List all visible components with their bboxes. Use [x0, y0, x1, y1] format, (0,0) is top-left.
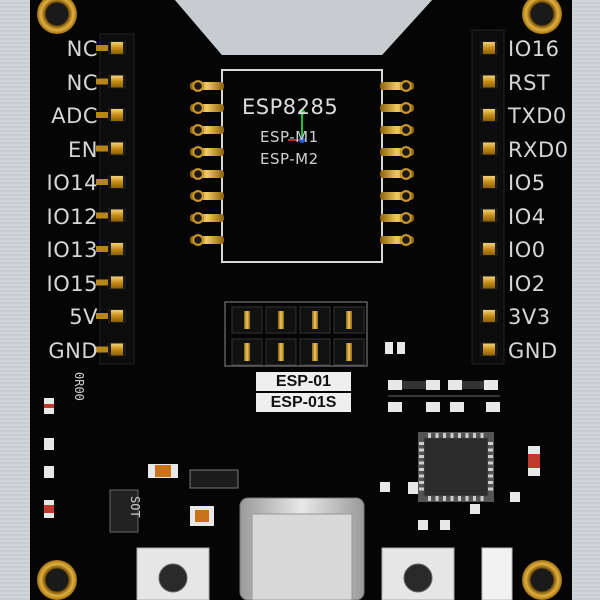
- module-castellated-pads: [190, 80, 414, 246]
- transistor-label: SOT: [128, 496, 142, 518]
- left-header-pin: [111, 176, 123, 188]
- left-pin-label: NC: [66, 37, 98, 61]
- left-header-pin: [111, 209, 123, 222]
- mounting-hole-top-right: [522, 0, 562, 34]
- mounting-hole-bottom-right: [522, 560, 562, 600]
- esp01-header: [224, 301, 368, 367]
- right-header-pin: [483, 276, 495, 289]
- left-pin-label: ADC: [51, 104, 98, 128]
- right-pin-label: IO4: [508, 204, 546, 229]
- antenna-cutout: [175, 0, 432, 55]
- left-header-pin: [111, 310, 123, 322]
- right-pin-label: IO2: [508, 271, 546, 296]
- chip-sub-2: ESP-M2: [260, 150, 319, 168]
- right-header-pin: [483, 42, 495, 54]
- flash-button[interactable]: [381, 547, 455, 600]
- right-header-pin: [483, 176, 495, 188]
- left-pin-label: IO12: [46, 204, 98, 229]
- left-pin-label: IO15: [46, 271, 98, 296]
- chip-sub-1: ESP-M1: [260, 128, 319, 146]
- right-header-pin: [483, 75, 495, 88]
- left-header: [96, 33, 135, 365]
- right-pin-label: IO16: [508, 37, 560, 61]
- left-header-pin: [111, 343, 123, 356]
- usb-connector: [239, 497, 365, 600]
- right-pin-label: GND: [508, 338, 558, 363]
- right-pin-label: TXD0: [508, 104, 567, 128]
- left-header-pin: [111, 42, 123, 54]
- chip-title: ESP8285: [242, 95, 339, 119]
- right-header-pin: [483, 109, 495, 121]
- right-header-pin: [483, 343, 495, 356]
- left-header-pin: [111, 142, 123, 155]
- left-header-pin: [111, 75, 123, 88]
- right-header-pin: [483, 209, 495, 222]
- right-header: [471, 29, 505, 365]
- mounting-hole-bottom-left: [37, 560, 77, 600]
- left-pin-label: GND: [48, 338, 98, 363]
- mounting-hole-top-left: [37, 0, 77, 34]
- right-header-pin: [483, 243, 495, 255]
- resistor-label: 0R00: [72, 372, 86, 401]
- smd-components: [44, 342, 540, 533]
- left-header-pin: [111, 276, 123, 289]
- left-pin-label: 5V: [69, 305, 98, 329]
- header-label-esp01s: ESP-01S: [256, 393, 351, 412]
- module-outline: [221, 69, 383, 263]
- left-pin-label: IO14: [46, 171, 98, 195]
- left-pin-label: EN: [68, 137, 98, 162]
- right-header-pin: [483, 142, 495, 155]
- usb-uart-chip: [418, 432, 494, 502]
- left-pin-label: NC: [66, 70, 98, 95]
- left-header-pin: [111, 109, 123, 121]
- small-connector: [481, 547, 513, 600]
- left-pin-label: IO13: [46, 238, 98, 262]
- right-pin-label: IO0: [508, 238, 546, 262]
- axis-marker-icon: [288, 109, 305, 143]
- reset-button[interactable]: [136, 547, 210, 600]
- right-header-pin: [483, 310, 495, 322]
- left-header-pin: [111, 243, 123, 255]
- right-pin-label: 3V3: [508, 305, 551, 329]
- header-label-esp01: ESP-01: [256, 372, 351, 391]
- right-pin-label: RXD0: [508, 137, 569, 162]
- right-pin-label: RST: [508, 70, 551, 95]
- right-pin-label: IO5: [508, 171, 546, 195]
